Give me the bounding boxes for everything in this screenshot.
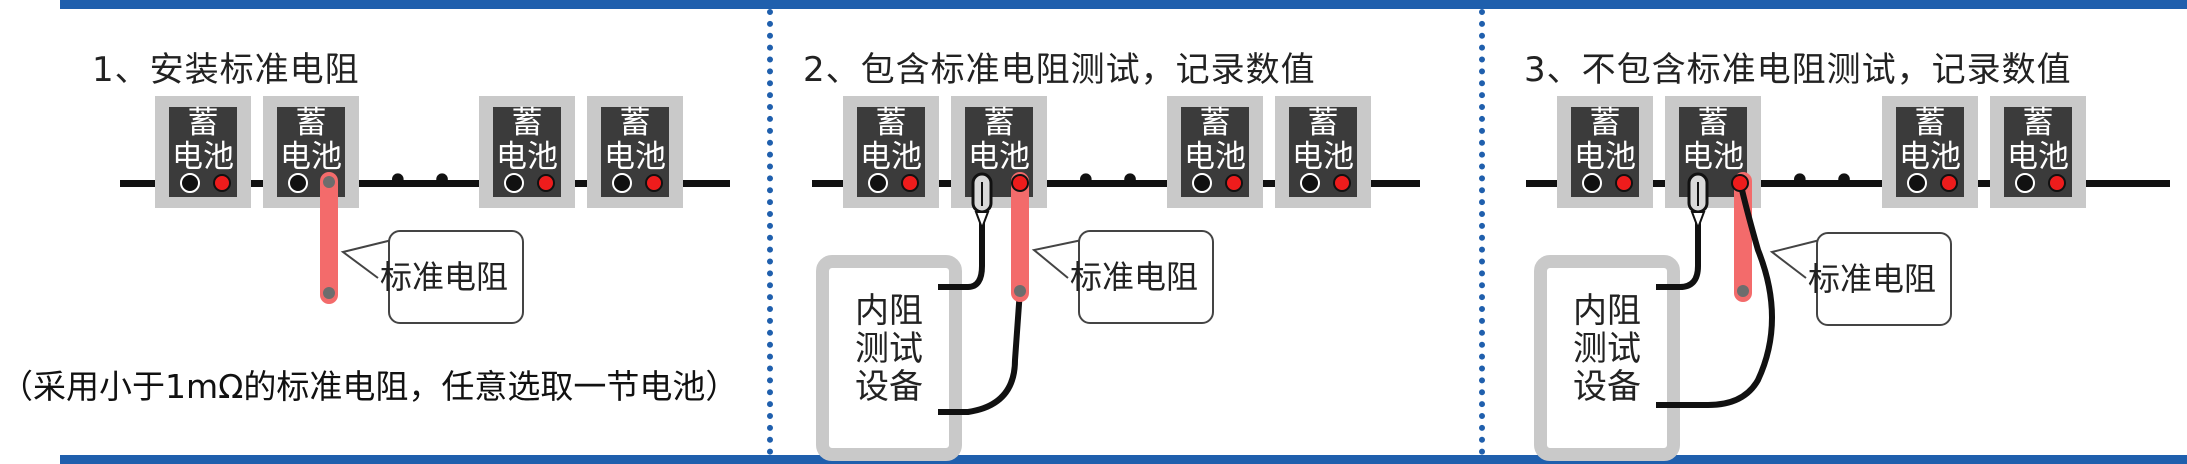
- internal-resistance-tester: 内阻测试设备: [1534, 255, 1680, 461]
- resistor-label: 标准电阻: [1070, 258, 1199, 296]
- battery-cell-selected: 蓄电池: [263, 96, 359, 208]
- positive-terminal: [2048, 174, 2066, 192]
- resistor-bottom-contact: [1014, 285, 1026, 297]
- probe-clip-icon: [971, 172, 993, 231]
- panel-test-with-resistor: 2、包含标准电阻测试，记录数值 蓄电池 蓄电池 • • • 蓄电池 蓄电池: [770, 0, 1476, 464]
- panel-title: 1、安装标准电阻: [92, 50, 360, 90]
- positive-terminal: [1940, 174, 1958, 192]
- panel-divider-1: [767, 9, 773, 455]
- battery-cell: 蓄电池: [1557, 96, 1653, 208]
- test-leads: [938, 216, 1023, 415]
- probe-clip-icon: [1687, 172, 1709, 231]
- resistor-label: 标准电阻: [1808, 260, 1937, 298]
- negative-terminal: [1300, 173, 1320, 193]
- battery-label: 蓄电池: [1574, 105, 1636, 175]
- battery-cell: 蓄电池: [587, 96, 683, 208]
- battery-cell: 蓄电池: [1990, 96, 2086, 208]
- positive-terminal: [213, 174, 231, 192]
- resistor-spec-note: （采用小于1mΩ的标准电阻，任意选取一节电池）: [0, 367, 739, 406]
- battery-label: 蓄电池: [1899, 105, 1961, 175]
- positive-terminal: [1225, 174, 1243, 192]
- negative-terminal: [504, 173, 524, 193]
- battery-cell: 蓄电池: [843, 96, 939, 208]
- standard-resistor: [320, 172, 338, 304]
- resistor-callout: [1816, 232, 1952, 326]
- battery-label: 蓄电池: [604, 105, 666, 175]
- panel-title: 2、包含标准电阻测试，记录数值: [803, 50, 1316, 90]
- ellipsis-more-cells: • • •: [1788, 158, 1905, 204]
- positive-terminal: [1011, 174, 1029, 192]
- battery-label: 蓄电池: [860, 105, 922, 175]
- positive-terminal: [1615, 174, 1633, 192]
- battery-label: 蓄电池: [2007, 105, 2069, 175]
- negative-terminal: [612, 173, 632, 193]
- resistor-bottom-contact: [323, 287, 335, 299]
- battery-string-bus: [120, 180, 730, 187]
- negative-terminal: [1192, 173, 1212, 193]
- resistor-label: 标准电阻: [380, 258, 509, 296]
- negative-terminal: [288, 173, 308, 193]
- panel-test-without-resistor: 3、不包含标准电阻测试，记录数值 蓄电池 蓄电池 • • • 蓄电池 蓄电池: [1486, 0, 2187, 464]
- battery-cell: 蓄电池: [155, 96, 251, 208]
- battery-label: 蓄电池: [280, 105, 342, 175]
- negative-terminal: [1907, 173, 1927, 193]
- resistor-callout: [388, 230, 524, 324]
- resistor-bottom-contact: [1737, 285, 1749, 297]
- negative-terminal: [2015, 173, 2035, 193]
- panel-title: 3、不包含标准电阻测试，记录数值: [1524, 50, 2072, 90]
- battery-label: 蓄电池: [1682, 105, 1744, 175]
- positive-terminal: [1333, 174, 1351, 192]
- battery-label: 蓄电池: [1292, 105, 1354, 175]
- positive-terminal: [645, 174, 663, 192]
- resistor-callout: [1078, 230, 1214, 324]
- negative-terminal: [868, 173, 888, 193]
- test-leads: [1656, 189, 1775, 408]
- panel-install-resistor: 1、安装标准电阻 蓄电池 蓄电池 • • • 蓄电池 蓄电池: [0, 0, 766, 464]
- negative-terminal: [180, 173, 200, 193]
- battery-cell: 蓄电池: [479, 96, 575, 208]
- positive-terminal: [901, 174, 919, 192]
- battery-cell: 蓄电池: [1882, 96, 1978, 208]
- battery-string-bus: [812, 180, 1420, 187]
- battery-label: 蓄电池: [968, 105, 1030, 175]
- battery-label: 蓄电池: [172, 105, 234, 175]
- battery-cell: 蓄电池: [1167, 96, 1263, 208]
- positive-terminal: [537, 174, 555, 192]
- callout-pointer: [340, 239, 393, 279]
- battery-label: 蓄电池: [1184, 105, 1246, 175]
- panel-divider-2: [1479, 9, 1485, 455]
- callout-pointer: [1031, 239, 1083, 279]
- standard-resistor: [1011, 172, 1029, 302]
- internal-resistance-tester: 内阻测试设备: [816, 255, 962, 461]
- tester-label: 内阻测试设备: [1573, 291, 1641, 407]
- negative-terminal: [1582, 173, 1602, 193]
- bottom-border-bar: [60, 455, 2187, 464]
- callout-pointer: [1769, 239, 1821, 279]
- battery-label: 蓄电池: [496, 105, 558, 175]
- tester-label: 内阻测试设备: [855, 291, 923, 407]
- top-border-bar: [60, 0, 2187, 9]
- battery-string-bus: [1526, 180, 2170, 187]
- resistor-top-contact: [323, 176, 335, 188]
- battery-cell: 蓄电池: [1275, 96, 1371, 208]
